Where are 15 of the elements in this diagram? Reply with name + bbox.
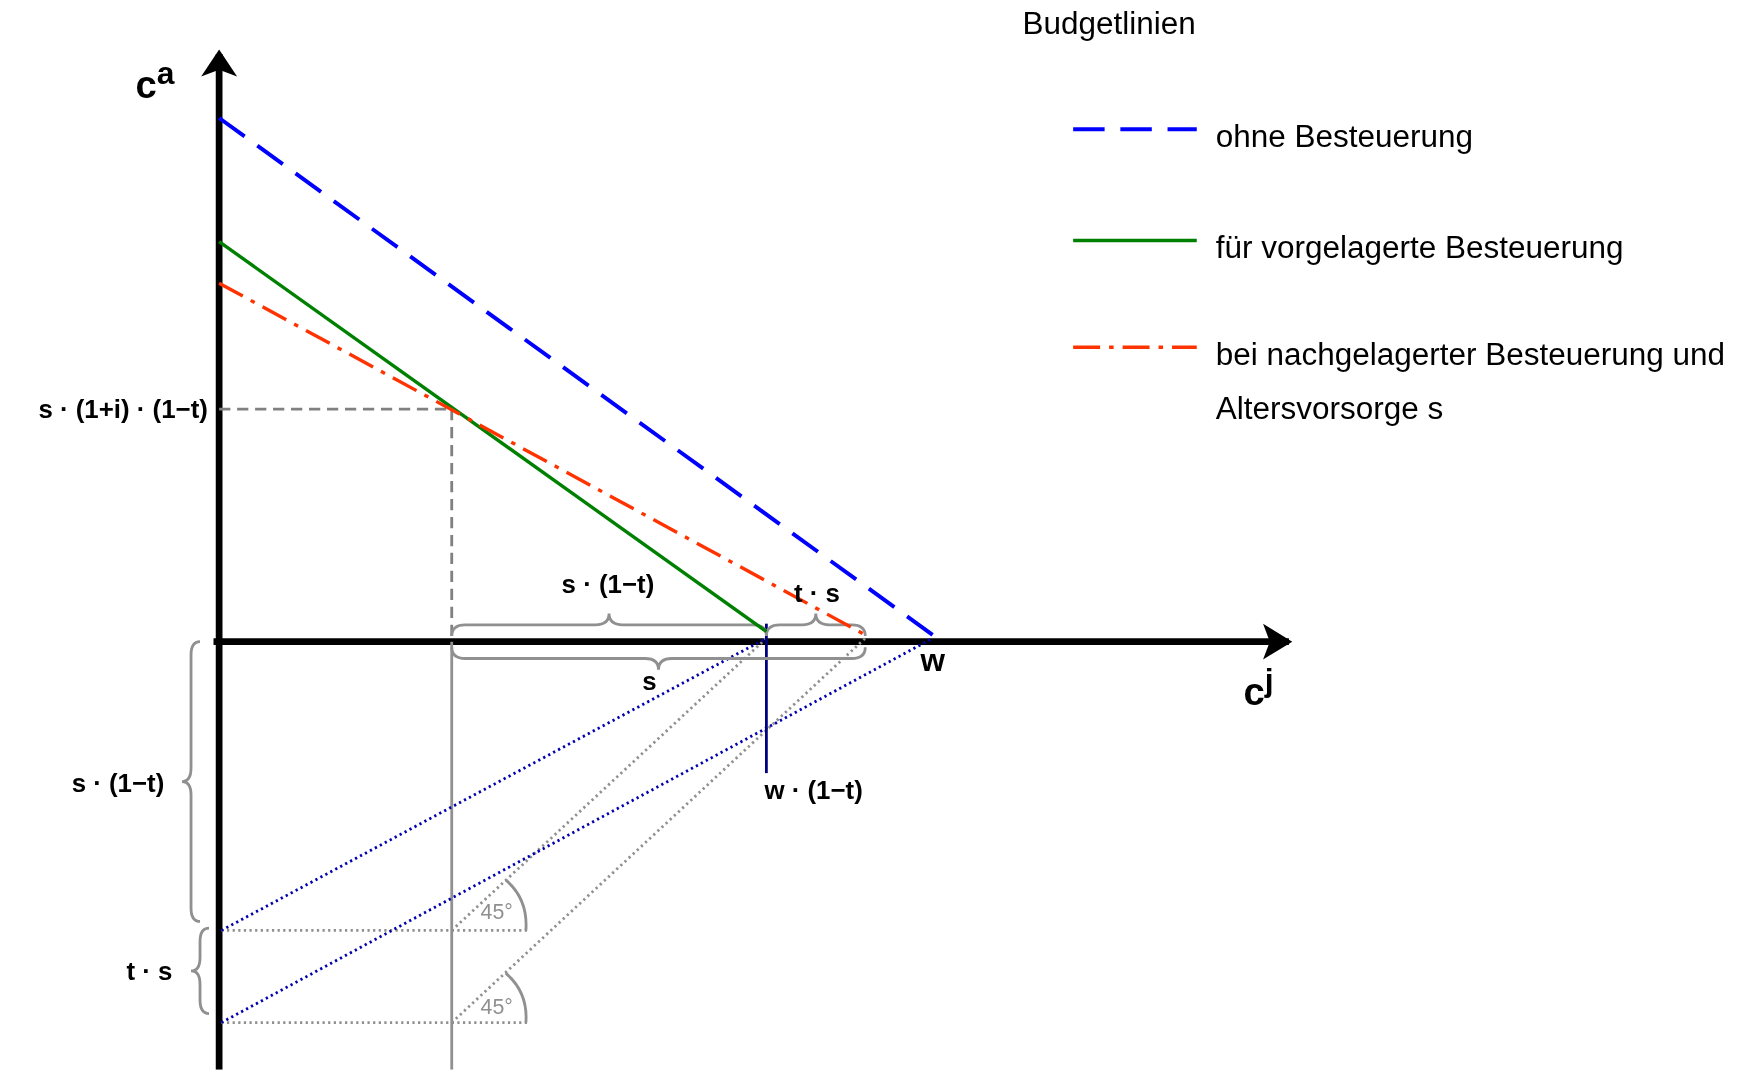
angle-label: 45°	[480, 994, 513, 1020]
angle-label: 45°	[480, 900, 513, 925]
tick-label: w	[920, 642, 945, 679]
legend-text: ohne Besteuerung	[1215, 118, 1475, 156]
axis-label: c$^{j}$	[1243, 661, 1274, 714]
legend-title: Budgetlinien	[1022, 5, 1196, 42]
tick-label: s · (1+i) · (1−t)	[38, 394, 208, 424]
axis-label: c$^{a}$	[135, 54, 175, 107]
brace-label: s · (1−t)	[561, 569, 655, 600]
tick-label: w · (1−t)	[764, 775, 863, 805]
legend-text: bei nachgelagerter Besteuerung und Altersvorsorge s	[1215, 336, 1726, 428]
brace-label: s	[642, 666, 657, 696]
legend-text: für vorgelagerte Besteuerung	[1215, 229, 1625, 268]
brace-label: t · s	[126, 956, 173, 986]
brace-label: s · (1−t)	[71, 768, 165, 799]
